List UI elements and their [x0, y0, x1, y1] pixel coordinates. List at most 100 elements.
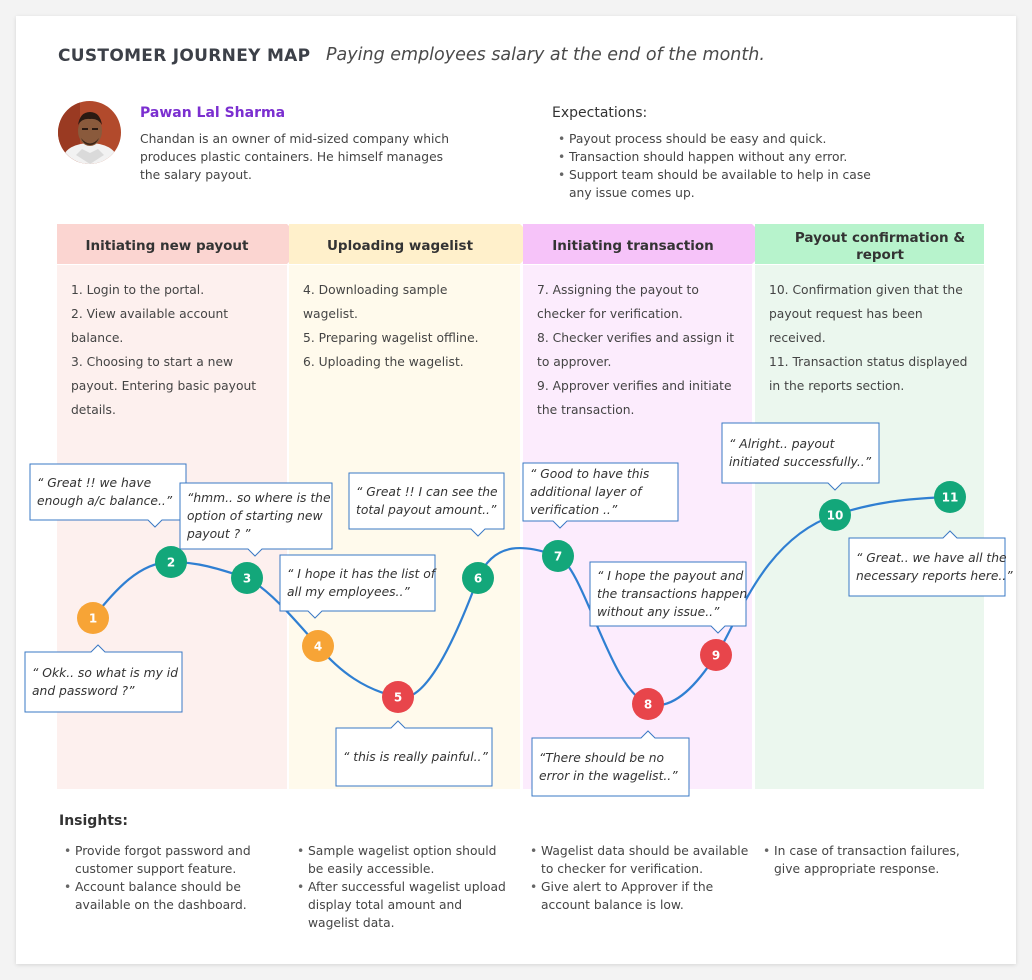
quote-text: “ Great !! I can see the	[356, 485, 498, 499]
quote-text: option of starting new	[187, 509, 323, 523]
phase-label: Initiating transaction	[552, 238, 713, 254]
node-label: 2	[167, 556, 175, 570]
phase-label: report	[856, 247, 904, 263]
quote-text: “ Great !! we have	[37, 476, 152, 490]
phase-label: Uploading wagelist	[327, 238, 474, 254]
quote-text: necessary reports here..”	[856, 569, 1013, 583]
step-text: 7. Assigning the payout to	[537, 283, 699, 297]
step-text: checker for verification.	[537, 307, 683, 321]
page-title: CUSTOMER JOURNEY MAP	[58, 46, 311, 66]
step-text: to approver.	[537, 355, 611, 369]
journey-node	[700, 639, 732, 671]
insights-column-2: Sample wagelist option should be easily …	[295, 842, 510, 932]
step-text: 9. Approver verifies and initiate	[537, 379, 732, 393]
quote-text: without any issue..”	[597, 605, 720, 619]
insight-item: Wagelist data should be available to che…	[528, 842, 753, 878]
quote-text: “ Okk.. so what is my id	[32, 666, 178, 680]
node-label: 3	[243, 572, 251, 586]
quote-text: “ I hope the payout and	[597, 569, 743, 583]
journey-node	[155, 546, 187, 578]
node-label: 5	[394, 691, 402, 705]
quote-bubble	[335, 720, 493, 787]
quote-text: all my employees..”	[287, 585, 410, 599]
quote-text: additional layer of	[530, 485, 643, 499]
journey-node	[302, 630, 334, 662]
insight-item: Account balance should be available on t…	[62, 878, 262, 914]
step-text: 3. Choosing to start a new	[71, 355, 233, 369]
quote-text: “ Great.. we have all the	[856, 551, 1007, 565]
journey-node	[462, 562, 494, 594]
step-text: received.	[769, 331, 826, 345]
quote-text: “ Good to have this	[530, 467, 650, 481]
quote-text: verification ..”	[530, 503, 618, 517]
journey-node	[934, 481, 966, 513]
phase-header-arrow	[523, 224, 772, 264]
phase-label: Payout confirmation &	[795, 230, 965, 246]
step-text: 11. Transaction status displayed	[769, 355, 967, 369]
step-text: 8. Checker verifies and assign it	[537, 331, 734, 345]
quote-bubble	[348, 472, 505, 537]
quote-text: “ I hope it has the list of	[287, 567, 437, 581]
step-text: 10. Confirmation given that the	[769, 283, 963, 297]
journey-node	[231, 562, 263, 594]
quote-text: “There should be no	[539, 751, 664, 765]
expectations-list: Payout process should be easy and quick.…	[556, 130, 896, 202]
step-text: 6. Uploading the wagelist.	[303, 355, 464, 369]
quote-text: “ this is really painful..”	[343, 750, 488, 764]
expectation-item: Payout process should be easy and quick.	[556, 130, 896, 148]
journey-node	[542, 540, 574, 572]
step-text: the transaction.	[537, 403, 634, 417]
insight-item: In case of transaction failures, give ap…	[761, 842, 966, 878]
insights-column-1: Provide forgot password and customer sup…	[62, 842, 262, 914]
quote-bubble	[721, 422, 880, 491]
quote-text: and password ?”	[32, 684, 135, 698]
step-text: wagelist.	[303, 307, 358, 321]
insight-item: Give alert to Approver if the account ba…	[528, 878, 753, 914]
persona-description: Chandan is an owner of mid-sized company…	[140, 132, 449, 182]
journey-node	[382, 681, 414, 713]
quote-text: initiated successfully..”	[729, 455, 872, 469]
quote-text: enough a/c balance..”	[37, 494, 173, 508]
node-label: 9	[712, 649, 720, 663]
quote-bubble	[531, 730, 690, 797]
quote-text: payout ? ”	[186, 527, 251, 541]
persona-avatar	[58, 101, 121, 164]
quote-bubble	[848, 530, 1006, 597]
step-text: 4. Downloading sample	[303, 283, 447, 297]
insight-item: Sample wagelist option should be easily …	[295, 842, 510, 878]
journey-node	[77, 602, 109, 634]
step-text: details.	[71, 403, 116, 417]
expectation-item: Transaction should happen without any er…	[556, 148, 896, 166]
node-label: 7	[554, 550, 562, 564]
phase-column-bg	[755, 265, 984, 789]
journey-node	[632, 688, 664, 720]
node-label: 4	[314, 640, 322, 654]
node-label: 10	[827, 509, 844, 523]
step-text: payout request has been	[769, 307, 923, 321]
persona-name: Pawan Lal Sharma	[140, 105, 286, 121]
quote-bubble	[24, 644, 183, 713]
page-subtitle: Paying employees salary at the end of th…	[326, 45, 765, 65]
insight-item: After successful wagelist upload display…	[295, 878, 510, 932]
step-text: 5. Preparing wagelist offline.	[303, 331, 479, 345]
quote-bubble	[279, 554, 436, 619]
node-label: 8	[644, 698, 652, 712]
step-text: payout. Entering basic payout	[71, 379, 256, 393]
quote-bubble	[589, 561, 747, 634]
avatar-image	[58, 101, 121, 164]
quote-text: the transactions happen	[597, 587, 747, 601]
step-text: 1. Login to the portal.	[71, 283, 204, 297]
expectation-item: Support team should be available to help…	[556, 166, 896, 202]
journey-node	[819, 499, 851, 531]
insights-title: Insights:	[59, 813, 128, 829]
node-label: 11	[942, 491, 959, 505]
step-text: 2. View available account	[71, 307, 228, 321]
quote-bubble	[179, 482, 333, 557]
insight-item: Provide forgot password and customer sup…	[62, 842, 262, 878]
quote-bubble	[29, 463, 187, 528]
quote-bubble	[522, 462, 679, 529]
quote-text: total payout amount..”	[356, 503, 497, 517]
phase-header-arrow	[755, 224, 984, 264]
phase-header-arrow	[57, 224, 307, 264]
